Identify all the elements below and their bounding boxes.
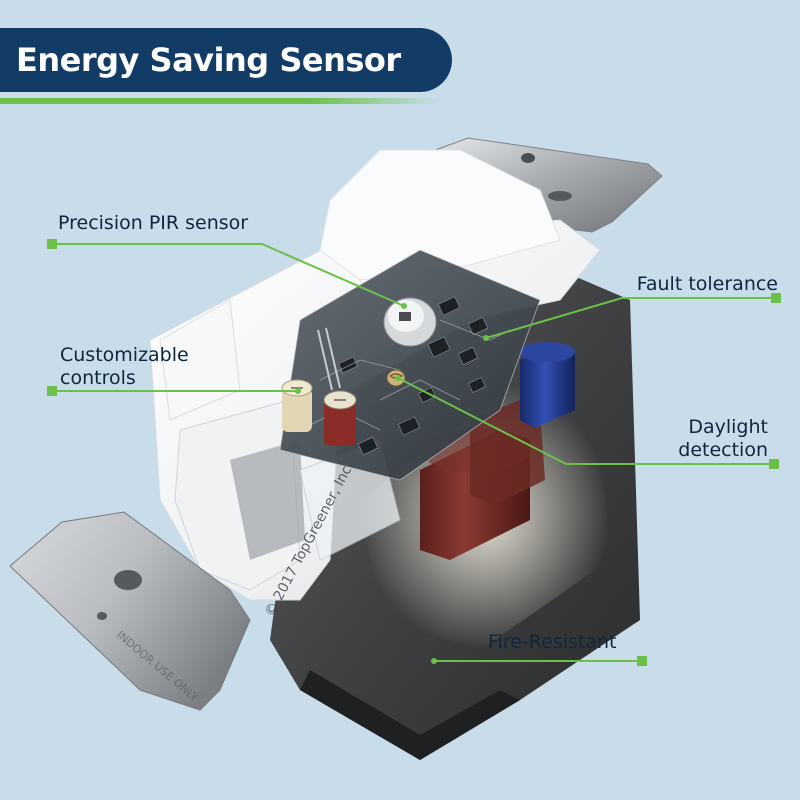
- title-banner: Energy Saving Sensor: [0, 28, 452, 92]
- callout-controls-line1: Customizable: [60, 344, 189, 366]
- front-opening: [230, 440, 305, 560]
- bottom-mounting-strap: [9, 511, 251, 711]
- housing-bottom: [300, 670, 520, 760]
- top-strap-screw-hole: [521, 153, 535, 163]
- fault-leader-line: [485, 297, 776, 339]
- control-potentiometers: [281, 379, 357, 446]
- callout-fire-resistant: Fire-Resistant: [488, 631, 617, 653]
- pir-leader-line: [52, 243, 405, 307]
- callout-fault-tolerance: Fault tolerance: [636, 273, 778, 295]
- red-capacitors: [420, 400, 545, 560]
- callout-customizable-controls: Customizable controls: [60, 344, 189, 390]
- led-leads: [317, 327, 341, 391]
- top-strap-slot: [548, 191, 572, 201]
- bottom-strap-screw-hole: [114, 570, 142, 590]
- callout-controls-line2: controls: [60, 367, 136, 389]
- callout-daylight-line2: detection: [678, 439, 768, 461]
- title-underline: [0, 98, 440, 104]
- page-title: Energy Saving Sensor: [16, 41, 401, 79]
- daylight-leader-line: [397, 377, 774, 465]
- leader-target-dots: [295, 303, 489, 664]
- callout-daylight-detection: Daylight detection: [678, 416, 768, 462]
- pcb-chips: [338, 296, 489, 456]
- white-sensor-dome: [319, 149, 561, 281]
- callout-pir-sensor: Precision PIR sensor: [58, 212, 249, 234]
- leader-endpoints: [47, 239, 781, 666]
- leader-lines: [52, 243, 776, 662]
- bottom-strap-small-hole: [97, 612, 107, 620]
- pir-sensor: [383, 297, 437, 347]
- blue-capacitor: [519, 342, 575, 428]
- callout-daylight-line1: Daylight: [688, 416, 768, 438]
